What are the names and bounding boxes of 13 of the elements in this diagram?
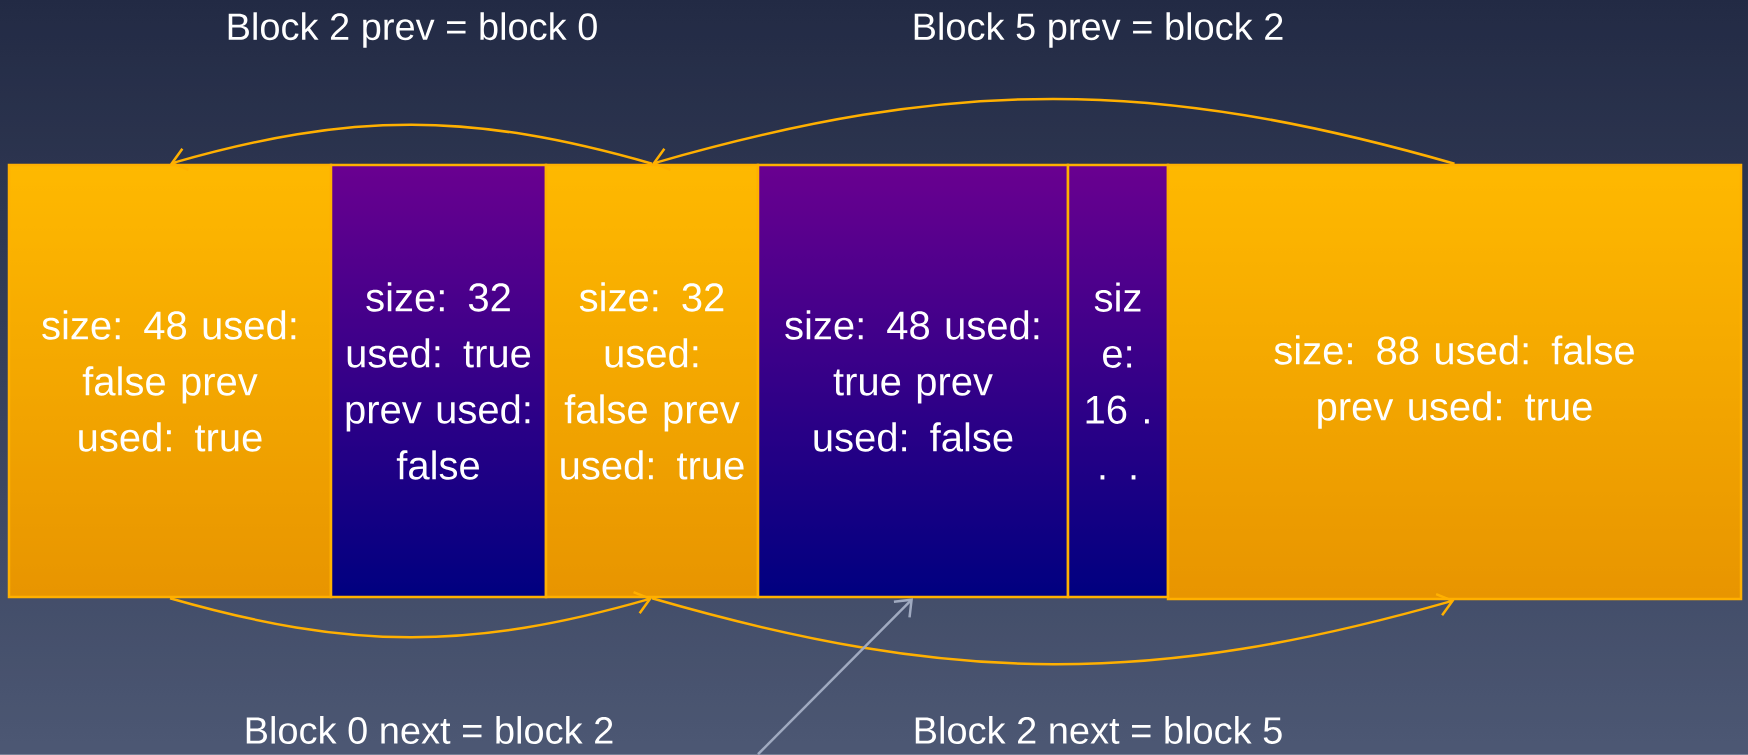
arrow [757,598,913,755]
memory-block: size: 32 used: false prev used: true [544,163,760,599]
arrow [652,97,1455,172]
pointer-label: Block 5 prev = block 2 [914,12,1283,48]
pointer-label: Block 2 next = block 5 [915,716,1282,744]
pointer-label: Block 2 prev = block 0 [228,12,597,48]
memory-block: siz e: 16 . . . [1066,163,1170,599]
memory-block: size: 32 used: true prev used: false [329,163,548,599]
arrow [169,590,652,639]
arrow [651,592,1455,666]
memory-block: size: 48 used: false prev used: true [7,163,333,599]
pointer-label: Block 0 next = block 2 [246,716,613,744]
arrow [170,123,653,172]
